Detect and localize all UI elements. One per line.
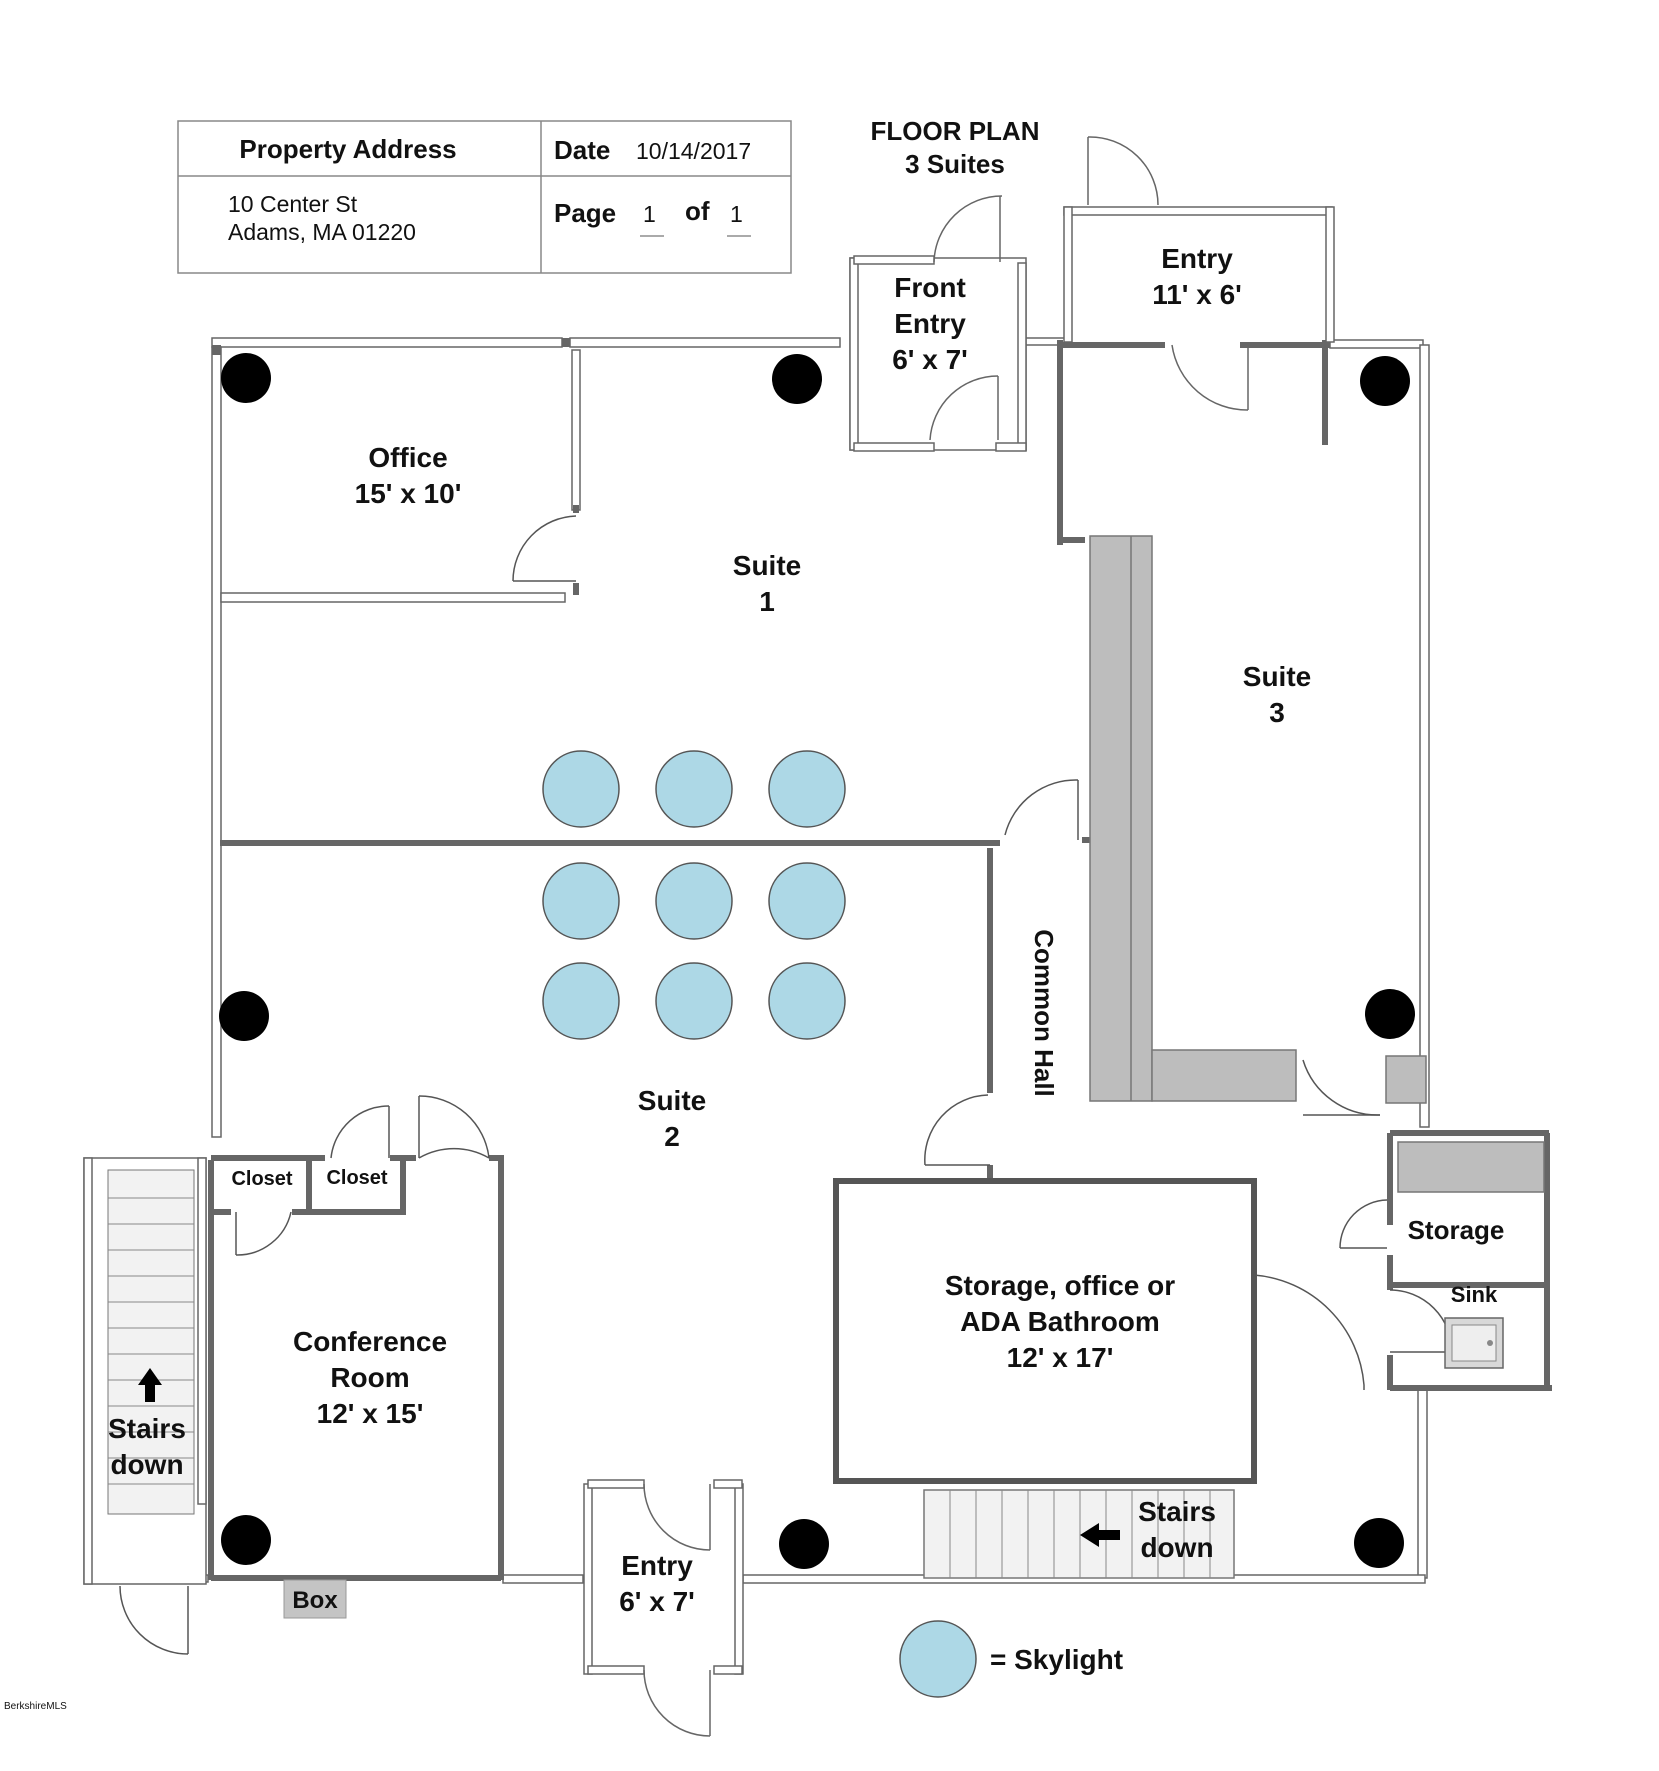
door-swings — [119, 515, 1453, 1655]
entry-bottom-name: Entry — [621, 1550, 693, 1581]
header-table: Property Address 10 Center St Adams, MA … — [177, 120, 792, 274]
skylight — [768, 962, 846, 1040]
suite3-name: Suite — [1243, 661, 1311, 692]
sink-icon — [1444, 1317, 1504, 1369]
entry-bottom-size: 6' x 7' — [619, 1586, 695, 1617]
address-line2: Adams, MA 01220 — [228, 219, 416, 245]
plan-subtitle: 3 Suites — [905, 149, 1005, 179]
front-entry-vestibule — [849, 195, 1027, 452]
page-value: 1 — [643, 201, 656, 227]
stairs-bottom — [923, 1489, 1235, 1579]
skylight — [542, 962, 620, 1040]
multi-size: 12' x 17' — [1007, 1342, 1114, 1373]
closet2-label: Closet — [326, 1167, 387, 1189]
entry-top-size: 11' x 6' — [1152, 279, 1242, 310]
room-labels: Office 15' x 10' Suite 1 Suite 2 Suite 3… — [108, 243, 1504, 1617]
conference-line2: Room — [330, 1362, 409, 1393]
legend-skylight-swatch — [899, 1620, 977, 1698]
address-line1: 10 Center St — [228, 191, 358, 217]
closet1-label: Closet — [231, 1168, 292, 1190]
office-size: 15' x 10' — [355, 478, 462, 509]
column — [779, 1519, 829, 1569]
watermark: BerkshireMLS — [4, 1701, 67, 1712]
box: Box — [283, 1579, 347, 1619]
skylights — [542, 750, 977, 1698]
stairs-left-line1: Stairs — [108, 1413, 186, 1444]
skylight — [655, 750, 733, 828]
column — [1354, 1518, 1404, 1568]
skylight — [655, 962, 733, 1040]
box-label: Box — [292, 1587, 338, 1614]
legend-skylight-label: = Skylight — [990, 1644, 1123, 1675]
suite1-name: Suite — [733, 550, 801, 581]
skylight — [768, 750, 846, 828]
skylight — [655, 862, 733, 940]
multi-line2: ADA Bathroom — [960, 1306, 1160, 1337]
plan-title: FLOOR PLAN — [871, 116, 1040, 146]
exterior-walls — [94, 337, 1430, 1584]
stairs-left-line2: down — [110, 1449, 183, 1480]
storage-label: Storage — [1408, 1215, 1505, 1245]
column — [772, 354, 822, 404]
entry-bottom-vestibule — [583, 1479, 744, 1737]
suite2-name: Suite — [638, 1085, 706, 1116]
suite2-number: 2 — [664, 1121, 680, 1152]
common-hall-label: Common Hall — [1029, 929, 1059, 1097]
multi-line1: Storage, office or — [945, 1270, 1175, 1301]
front-entry-line2: Entry — [894, 308, 966, 339]
skylight — [542, 750, 620, 828]
stairs-bottom-line1: Stairs — [1138, 1496, 1216, 1527]
conference-line1: Conference — [293, 1326, 447, 1357]
date-label: Date — [554, 135, 610, 165]
conference-size: 12' x 15' — [317, 1398, 424, 1429]
entry-top-name: Entry — [1161, 243, 1233, 274]
page-label: Page — [554, 198, 616, 228]
column — [1365, 989, 1415, 1039]
column — [221, 353, 271, 403]
interior-walls — [208, 340, 1552, 1581]
arrow-left-icon — [1080, 1523, 1120, 1547]
front-entry-line1: Front — [894, 272, 966, 303]
entry-top — [1063, 136, 1335, 411]
skylight — [768, 862, 846, 940]
suite3-number: 3 — [1269, 697, 1285, 728]
of-label: of — [685, 196, 710, 226]
counter — [1089, 535, 1545, 1193]
skylight — [542, 862, 620, 940]
stairs-bottom-line2: down — [1140, 1532, 1213, 1563]
column — [219, 991, 269, 1041]
office-name: Office — [368, 442, 447, 473]
stairs-left — [83, 1157, 207, 1585]
page-total: 1 — [730, 201, 743, 227]
sink-label: Sink — [1451, 1282, 1498, 1307]
date-value: 10/14/2017 — [636, 138, 751, 164]
property-address-label: Property Address — [239, 134, 456, 164]
front-entry-size: 6' x 7' — [892, 344, 968, 375]
suite1-number: 1 — [759, 586, 775, 617]
column — [221, 1515, 271, 1565]
columns — [219, 353, 1415, 1569]
column — [1360, 356, 1410, 406]
arrow-up-icon — [138, 1368, 162, 1402]
